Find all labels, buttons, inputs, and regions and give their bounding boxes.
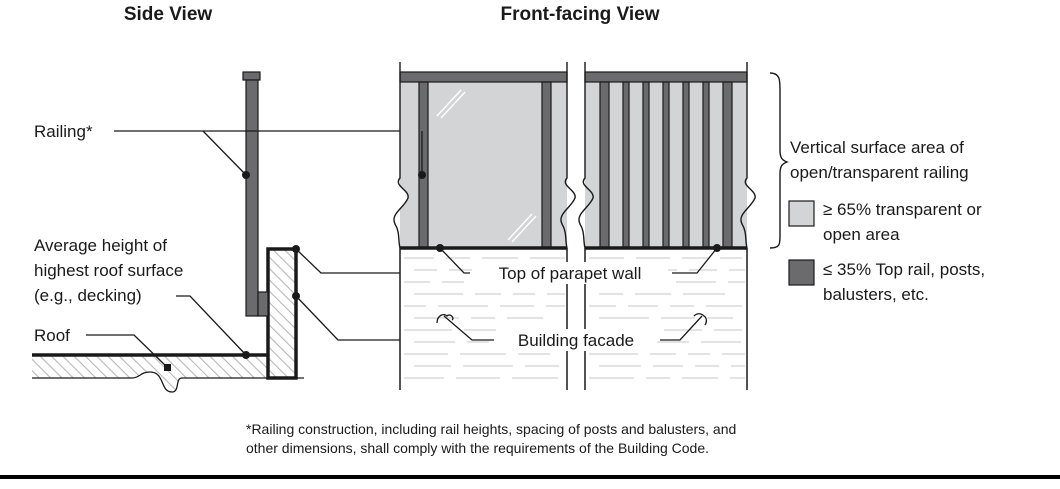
- railing-post: [245, 79, 259, 317]
- baluster-railing-panel: [584, 71, 748, 249]
- avg-height-label-2: highest roof surface: [34, 261, 183, 280]
- legend-swatch-solid: [788, 259, 815, 286]
- front-leaders: [421, 131, 718, 341]
- top-rail: [399, 71, 568, 83]
- bottom-rule: [0, 475, 1060, 479]
- baluster: [702, 81, 710, 249]
- front-view: Top of parapet wall Building facade: [393, 62, 756, 390]
- railing-label: Railing*: [34, 122, 93, 141]
- baluster: [682, 81, 690, 249]
- footnote-line1: *Railing construction, including rail he…: [246, 421, 736, 437]
- top-rail: [584, 71, 748, 83]
- facade-label: Building facade: [518, 331, 634, 350]
- avg-height-label-3: (e.g., decking): [34, 286, 142, 305]
- railing-bracket: [257, 291, 269, 317]
- roof-slab: [32, 356, 270, 392]
- parapet-wall: [266, 247, 298, 380]
- legend-open-line2: open area: [823, 225, 900, 244]
- legend-solid-line2: balusters, etc.: [823, 285, 929, 304]
- post: [418, 81, 429, 249]
- leader-dots: [164, 171, 300, 371]
- baluster: [599, 81, 610, 249]
- legend: Vertical surface area of open/transparen…: [769, 72, 985, 304]
- roof-break-line: [32, 371, 270, 393]
- baluster: [722, 81, 733, 249]
- bracket-icon: [769, 72, 789, 249]
- footnote-line2: other dimensions, shall comply with the …: [246, 440, 709, 456]
- avg-height-label-1: Average height of: [34, 236, 167, 255]
- top-rail-cap: [242, 71, 261, 81]
- baluster: [662, 81, 670, 249]
- front-view-title: Front-facing View: [500, 4, 659, 25]
- legend-swatch-open: [788, 200, 815, 227]
- legend-open-line1: ≥ 65% transparent or: [823, 200, 982, 219]
- legend-solid-line1: ≤ 35% Top rail, posts,: [823, 260, 985, 279]
- glass-glare-icon: [436, 89, 537, 243]
- baluster: [622, 81, 630, 249]
- break-lines: [393, 62, 756, 249]
- post: [541, 81, 552, 249]
- roof-label: Roof: [34, 326, 70, 345]
- top-parapet-label: Top of parapet wall: [499, 264, 642, 283]
- front-leader-dots: [418, 171, 721, 252]
- baluster: [642, 81, 650, 249]
- glass-railing-panel: [399, 71, 568, 249]
- legend-heading-2: open/transparent railing: [790, 163, 969, 182]
- side-view-title: Side View: [124, 4, 213, 25]
- side-view: Railing* Average height of highest roof …: [32, 71, 500, 393]
- legend-heading-1: Vertical surface area of: [790, 138, 964, 157]
